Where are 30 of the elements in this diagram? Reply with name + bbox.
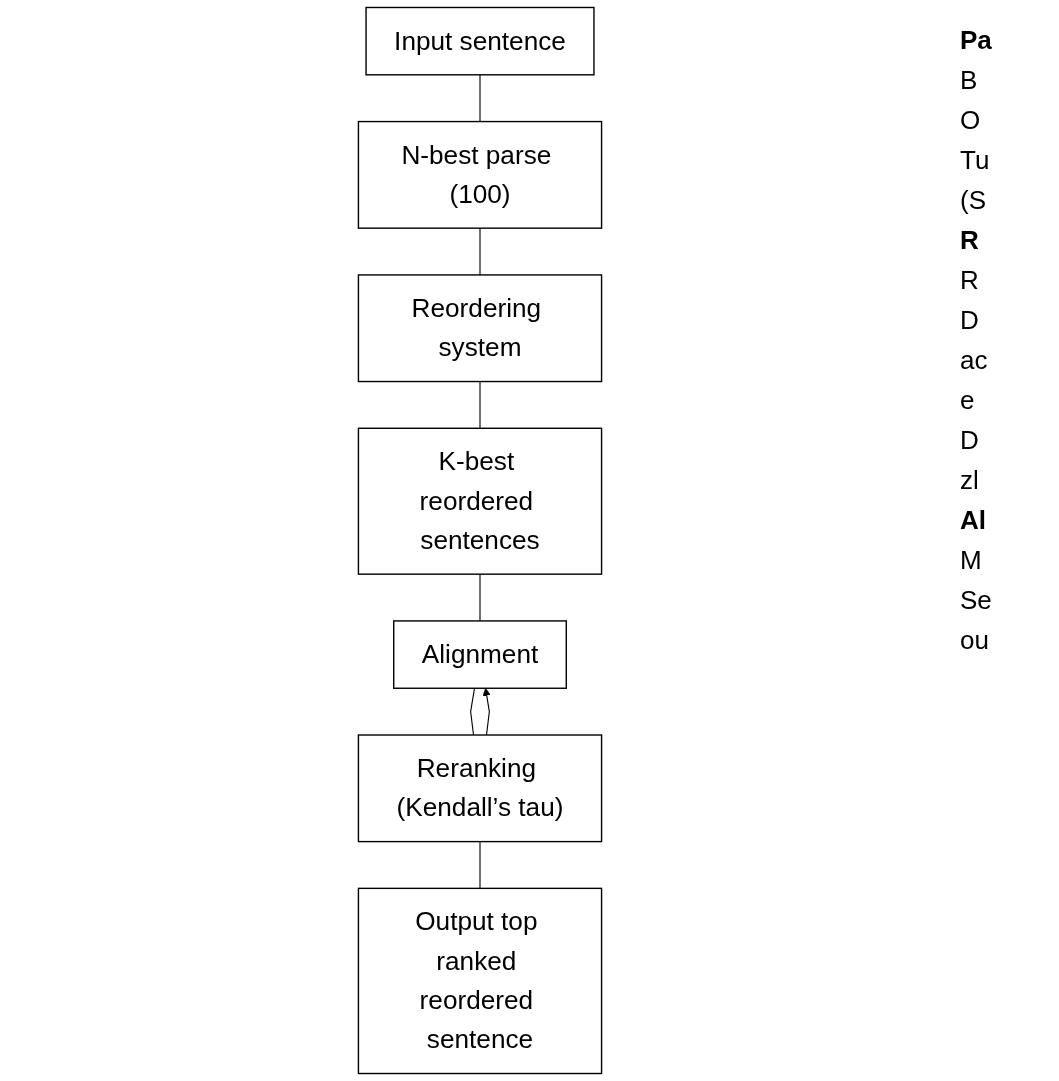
note-text: B — [960, 64, 979, 97]
connector — [470, 687, 476, 736]
connector — [479, 841, 481, 889]
note-text: M — [960, 544, 983, 577]
note-text: zl — [960, 464, 980, 497]
connector — [479, 380, 481, 429]
note-text: O — [960, 104, 982, 137]
note-text: ou — [960, 624, 990, 657]
node-box: Reranking (Kendall’s tau) — [357, 734, 603, 843]
connector — [479, 573, 481, 622]
arrow — [482, 687, 491, 736]
connector — [479, 227, 481, 276]
connector — [479, 74, 481, 123]
node-box: K-best reordered sentences — [357, 427, 603, 575]
node-box: N-best parse (100) — [357, 120, 603, 229]
note-text: Al — [960, 504, 987, 537]
node-box: Alignment — [393, 620, 567, 689]
note-text: Tu — [960, 144, 991, 177]
note-text: Pa — [960, 24, 993, 57]
note-text: R — [960, 264, 980, 297]
note-text: R — [960, 224, 980, 257]
node-box: Output top ranked reordered sentence — [357, 887, 603, 1075]
note-text: D — [960, 304, 980, 337]
node-box: Reordering system — [357, 274, 603, 383]
note-text: ac — [960, 344, 989, 377]
node-box: Input sentence — [365, 6, 595, 76]
note-text: D — [960, 424, 980, 457]
note-text: Se — [960, 584, 993, 617]
note-text: e — [960, 384, 976, 417]
note-text: (S — [960, 184, 987, 217]
